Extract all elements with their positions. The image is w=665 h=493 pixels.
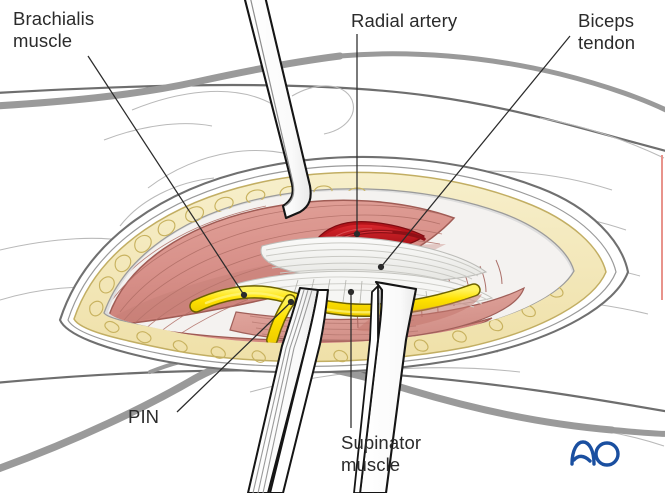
label-biceps-tendon: Biceps tendon xyxy=(578,10,636,53)
label-brachialis-muscle: Brachialis muscle xyxy=(13,8,95,51)
retractor-upper[interactable] xyxy=(243,0,312,220)
leader-lines xyxy=(87,34,571,428)
retractor-lower-right[interactable] xyxy=(353,280,418,493)
ao-logo xyxy=(570,440,620,467)
retractor-lower-left[interactable] xyxy=(247,287,329,493)
label-supinator-muscle: Supinator muscle xyxy=(341,432,422,475)
label-pin: PIN xyxy=(128,406,160,427)
label-radial-artery: Radial artery xyxy=(351,10,458,31)
